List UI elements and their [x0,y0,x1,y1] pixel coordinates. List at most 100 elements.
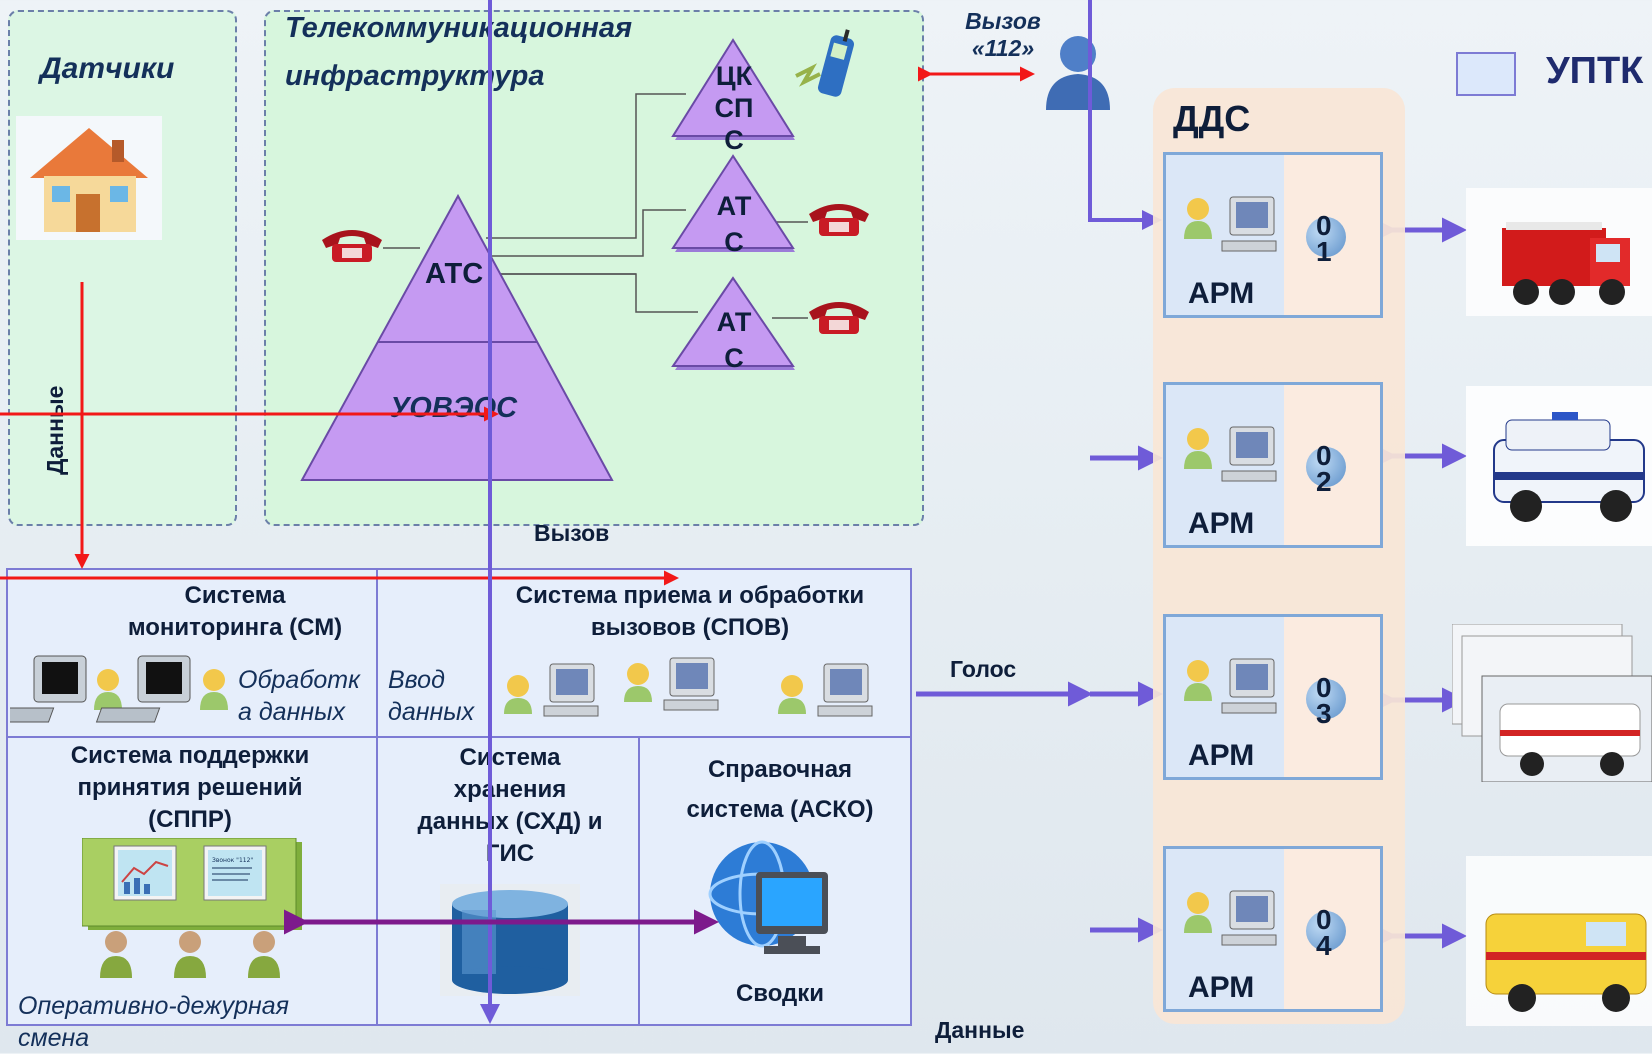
input-line2: данных [388,698,475,726]
asko-title-line1: Справочная [707,756,853,783]
telephone-icon [809,302,869,334]
number-badge [1306,911,1346,951]
house-icon [16,116,162,240]
monitoring-system-cell [6,568,378,738]
mobile-phone-icon [795,29,855,97]
duty-line2: смена [18,1024,90,1052]
operator-icon [624,663,652,702]
arm-label: АРМ [1188,739,1255,772]
arm-label: АРМ [1188,507,1255,540]
ats2-line2: С [724,343,744,373]
shd-title-line1: Система [459,744,561,771]
legend-swatch [1456,52,1516,96]
arm-digit: 0 [1316,440,1332,471]
cksps-line1: ЦК [715,61,753,91]
processing-line2: а данных [238,698,345,726]
arm-digit: 0 [1316,904,1332,935]
ats1-line2: С [724,227,744,257]
data-bottom-label: Данные [935,1017,1025,1043]
computer-icon [10,655,87,723]
shd-title: Система хранения данных (СХД) и ГИС [390,742,630,870]
sppr-title-line3: (СППР) [148,806,232,833]
call-112-label: Вызов «112» [960,8,1046,62]
person-icon [1046,36,1110,110]
sppr-title-line2: принятия решений [77,774,303,801]
call-112-line2: «112» [971,35,1035,61]
shd-title-line3: данных (СХД) и [417,808,603,835]
sensors-zone [8,10,237,526]
shd-title-line4: ГИС [485,840,535,867]
number-badge [1306,447,1346,487]
operator-workstation-icon [1184,658,1277,714]
operator-icon [94,669,122,710]
main-ats-label: АТС [425,258,484,290]
operators-icon [100,931,280,978]
police-car-icon [1466,386,1652,546]
input-label: Ввод данных [388,664,474,728]
operator-workstation-icon [1184,196,1277,252]
cksps-line3: С [724,125,744,155]
arm-label: АРМ [1188,277,1255,310]
computer-icon [817,663,873,717]
dds-title: ДДС [1173,98,1251,139]
ats1-line1: АТ [716,191,752,221]
sppr-title-line1: Система поддержки [70,742,310,769]
telephone-icon [322,230,382,262]
processing-label: Обработк а данных [238,664,360,728]
svodki-label: Сводки [735,980,825,1007]
arm-digit: 0 [1316,210,1332,241]
operator-icon [200,669,228,710]
duty-shift-label: Оперативно-дежурная смена [18,990,289,1054]
spov-title-line1: Система приема и обработки [515,582,865,609]
computer-icon [663,657,719,711]
operator-workstation-icon [1184,890,1277,946]
spov-title: Система приема и обработки вызовов (СПОВ… [470,580,910,644]
call-label: Вызов [534,520,610,546]
ambulance-icon [1452,624,1652,782]
monitoring-title-line2: мониторинга (СМ) [127,614,343,641]
number-badge [1306,679,1346,719]
gas-service-vehicle-icon [1466,856,1652,1026]
operator-workstation-icon [1184,426,1277,482]
voice-label: Голос [950,656,1017,682]
arm-digit: 4 [1316,930,1332,961]
call-112-line1: Вызов [965,8,1041,34]
cksps-label: ЦК СП С [712,60,756,156]
computer-icon [543,663,599,717]
operator-icon [504,675,532,714]
number-badge [1306,217,1346,257]
screen-text: Звонок "112" [212,857,253,864]
asko-title-line2: система (АСКО) [686,796,874,823]
telecom-title-line1: Телекоммуникационная [285,12,633,44]
reference-system-icon [708,840,828,954]
shd-title-line2: хранения [453,776,567,803]
workstation-icons [10,655,873,723]
cksps-line2: СП [714,93,754,123]
legend-label: УПТК [1546,50,1644,92]
ats-label-1: АТ С [712,188,756,260]
processing-line1: Обработк [238,666,360,694]
sppr-title: Система поддержки принятия решений (СППР… [20,740,360,836]
arm-digit: 1 [1316,236,1332,267]
spov-title-line2: вызовов (СПОВ) [590,614,790,641]
fire-truck-icon [1466,188,1652,316]
input-line1: Ввод [388,666,445,694]
computer-icon [95,655,191,723]
duty-line1: Оперативно-дежурная [18,992,290,1020]
asko-title: Справочная система (АСКО) [650,750,910,830]
ats-label-2: АТ С [712,304,756,376]
monitoring-title: Система мониторинга (СМ) [60,580,410,644]
telecom-title-line2: инфраструктура [285,60,545,92]
monitoring-title-line1: Система [184,582,286,609]
decision-display-icon: Звонок "112" [82,838,302,930]
call-routing-line [1088,0,1162,230]
ats2-line1: АТ [716,307,752,337]
